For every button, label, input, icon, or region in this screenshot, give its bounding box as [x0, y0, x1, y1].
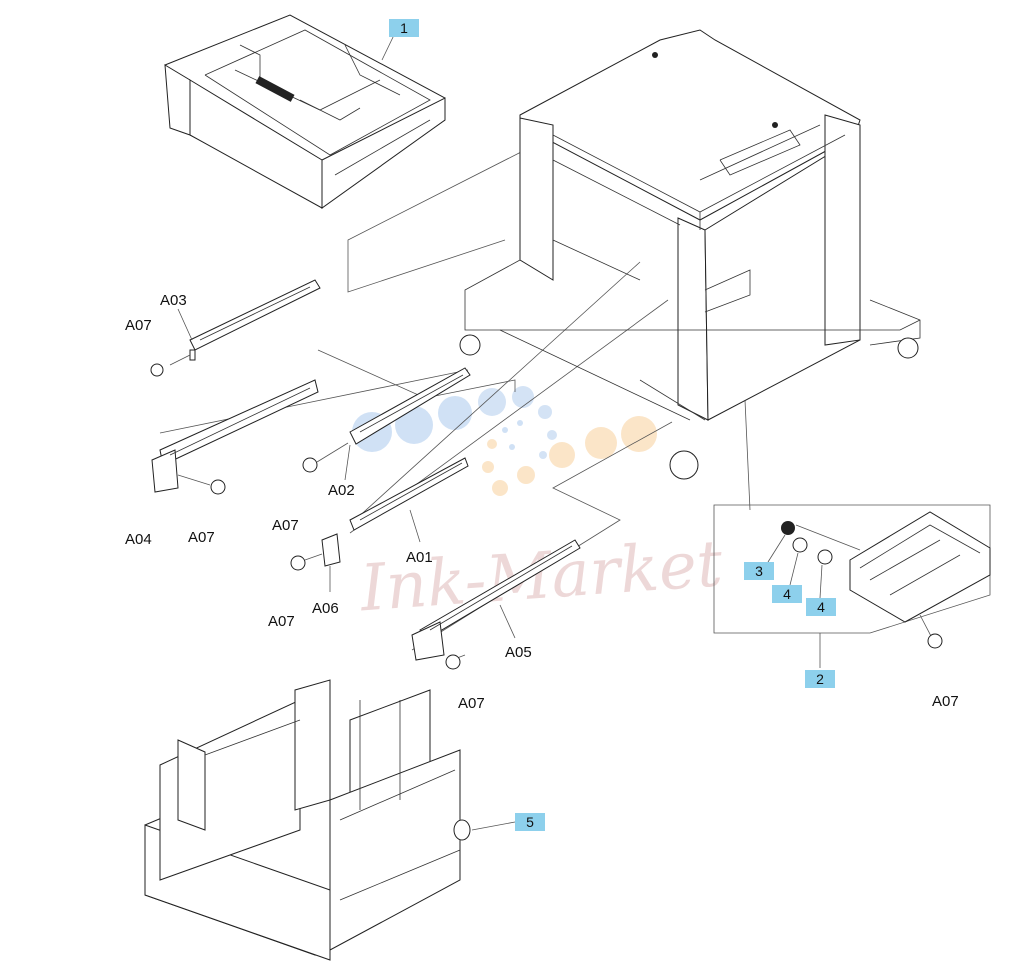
callout-number: 3 [755, 563, 763, 579]
screw-icon [927, 633, 943, 649]
callout-number: 5 [526, 814, 534, 830]
roller-icon [792, 537, 808, 553]
callouts: 1 2 3 4 4 5 [389, 19, 836, 831]
label-a07: A07 [932, 693, 959, 710]
rail-a04 [151, 379, 319, 495]
stand-frame [459, 29, 921, 480]
callout-number: 2 [816, 671, 824, 687]
screw-icon [290, 555, 306, 571]
rail-a03 [150, 279, 321, 377]
label-a07: A07 [125, 317, 152, 334]
part-labels: A03 A07 A04 A07 A02 A07 A01 A06 A07 A05 … [125, 292, 959, 712]
callout-box [806, 598, 836, 616]
callout-box [515, 813, 545, 831]
paper-tray-assembly [164, 14, 446, 209]
caster-wheel [897, 337, 919, 359]
label-a03: A03 [160, 292, 187, 309]
callout-1: 1 [389, 19, 419, 37]
caster-wheel [459, 334, 481, 356]
watermark: Ink-Market [352, 386, 725, 626]
screw-icon [150, 363, 164, 377]
label-a04: A04 [125, 531, 152, 548]
label-a06: A06 [312, 600, 339, 617]
bracket-a06 [290, 533, 341, 592]
callout-box [772, 585, 802, 603]
knob-icon [453, 819, 471, 841]
rail-a01 [349, 457, 469, 543]
callout-5: 5 [515, 813, 545, 831]
screw-icon [210, 479, 226, 495]
rail-a05 [411, 539, 581, 670]
callout-4b: 4 [806, 598, 836, 616]
label-a07: A07 [268, 613, 295, 630]
label-a07: A07 [458, 695, 485, 712]
watermark-logo-dots [352, 386, 657, 496]
callout-box [389, 19, 419, 37]
callout-box [805, 670, 835, 688]
callout-2: 2 [805, 670, 835, 688]
screw-icon [445, 654, 461, 670]
label-a07: A07 [272, 517, 299, 534]
watermark-text: Ink-Market [357, 527, 725, 626]
callout-number: 4 [783, 586, 791, 602]
label-a07: A07 [188, 529, 215, 546]
rail-a02 [302, 367, 471, 481]
callout-box [744, 562, 774, 580]
screw-icon [302, 457, 318, 473]
caster-wheel [669, 450, 699, 480]
label-a02: A02 [328, 482, 355, 499]
feeder-assembly [713, 504, 991, 668]
roller-icon [781, 521, 795, 535]
lower-cabinet-assembly [144, 679, 516, 961]
roller-icon [817, 549, 833, 565]
callout-number: 1 [400, 20, 408, 36]
label-a05: A05 [505, 644, 532, 661]
callout-3: 3 [744, 562, 774, 580]
callout-4a: 4 [772, 585, 802, 603]
callout-number: 4 [817, 599, 825, 615]
label-a01: A01 [406, 549, 433, 566]
